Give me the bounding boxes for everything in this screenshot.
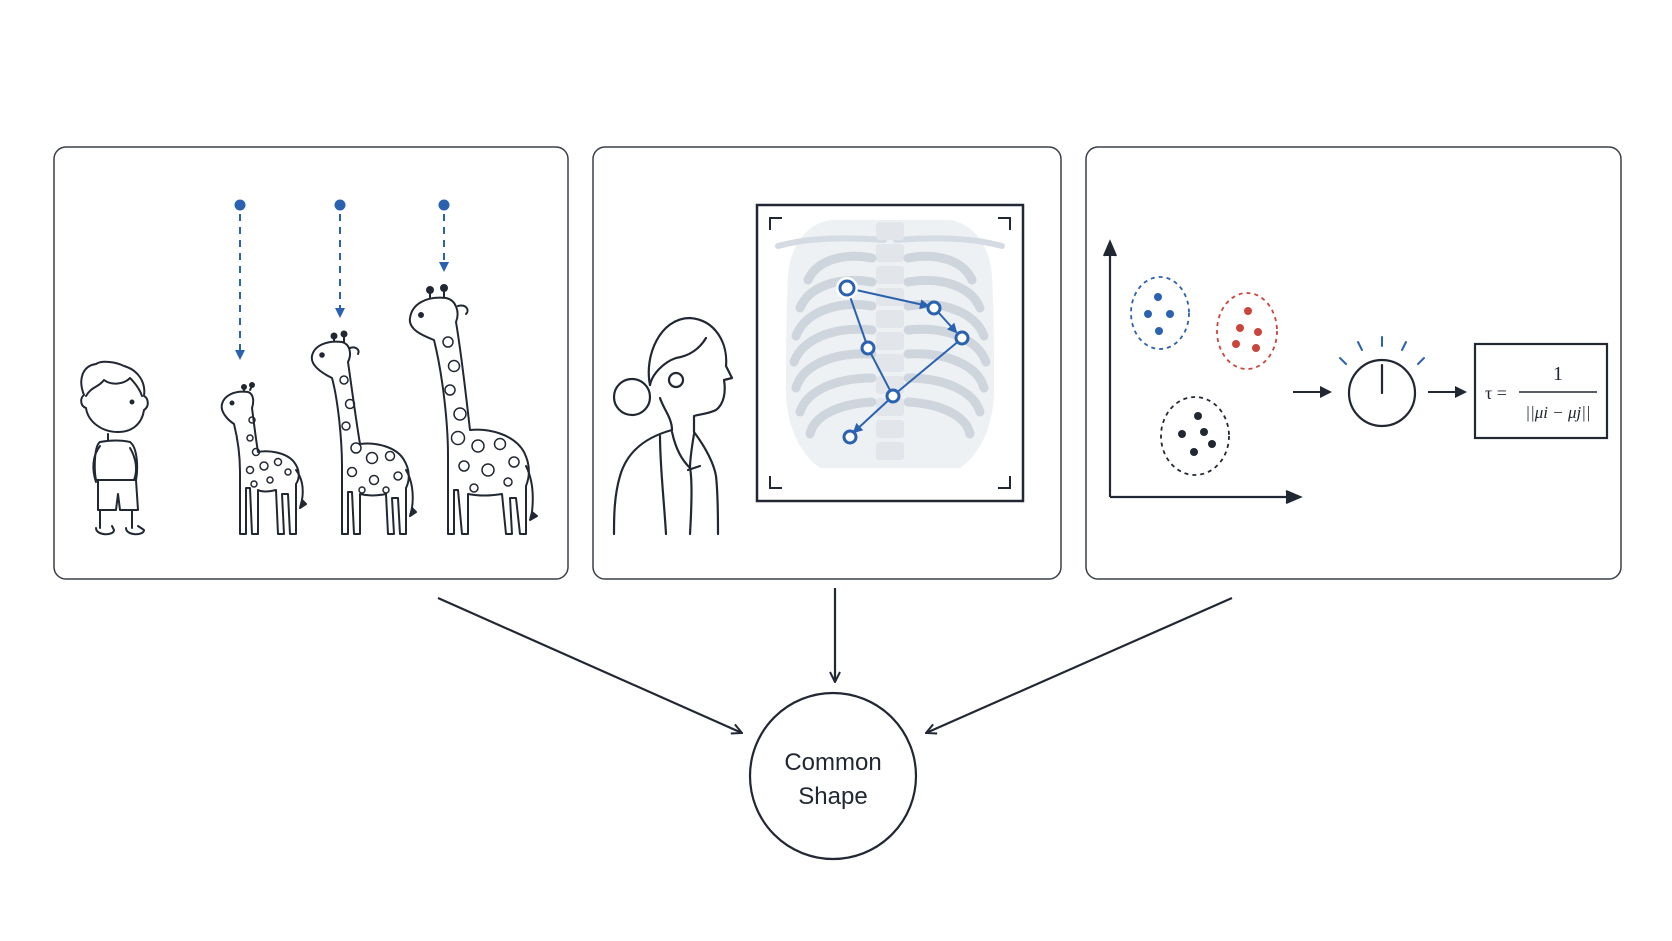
hub-label-line1: Common [784, 749, 881, 776]
formula-numerator: 1 [1553, 363, 1563, 385]
dark-cluster-icon [1160, 396, 1230, 476]
chest-xray-icon [755, 203, 1025, 503]
guide-dot-small [234, 199, 246, 211]
dial-icon [1339, 336, 1425, 428]
giraffe-large-icon [408, 284, 538, 535]
xray-analysis-panel [592, 146, 1062, 580]
scatter-axes-icon [1102, 239, 1303, 505]
hub-circle [748, 691, 918, 861]
giraffe-scaling-panel [53, 146, 569, 580]
formula-lhs: τ = [1485, 383, 1507, 403]
red-cluster-icon [1216, 292, 1278, 370]
convergence-arrows [437, 588, 1233, 733]
common-shape-hub: Common Shape [748, 691, 918, 861]
formula-box [1473, 342, 1609, 440]
guide-dot-large [438, 199, 450, 211]
formula-denominator: ||μi − μj|| [1525, 403, 1590, 422]
guide-dot-medium [334, 199, 346, 211]
arrow-left-to-hub [437, 596, 742, 733]
cluster-threshold-panel: τ = 1 ||μi − μj|| [1085, 146, 1622, 580]
blue-cluster-icon [1130, 276, 1190, 350]
hub-label-line2: Shape [798, 783, 867, 810]
giraffe-medium-icon [310, 330, 417, 535]
keypoint-path-icon [836, 277, 970, 445]
height-guides [234, 199, 450, 360]
panel-frame [1085, 146, 1622, 580]
arrow-right-to-hub [926, 596, 1233, 733]
threshold-formula: τ = 1 ||μi − μj|| [1473, 342, 1609, 440]
giraffe-small-icon [220, 382, 307, 535]
child-icon [80, 360, 149, 536]
panel-frame [53, 146, 569, 580]
doctor-icon [612, 316, 734, 536]
